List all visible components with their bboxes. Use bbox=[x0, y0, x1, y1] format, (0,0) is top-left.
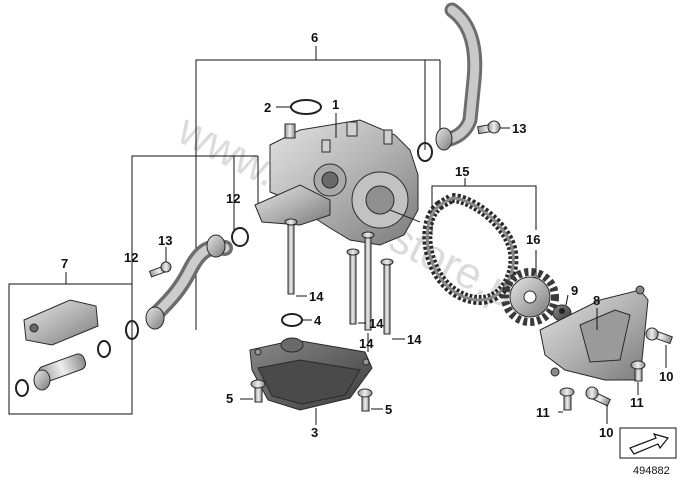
callout-10-right: 10 bbox=[659, 369, 673, 384]
callout-15: 15 bbox=[455, 164, 469, 179]
callout-12-upper: 12 bbox=[226, 191, 240, 206]
arrow-icon bbox=[629, 433, 670, 455]
reference-box: 494882 bbox=[619, 427, 677, 477]
bolt-14-c bbox=[361, 231, 375, 331]
callout-10-lower: 10 bbox=[599, 425, 613, 440]
o-ring-pipe bbox=[417, 142, 433, 162]
drive-chain bbox=[422, 192, 519, 306]
o-ring-4 bbox=[281, 313, 303, 327]
callout-14-c: 14 bbox=[359, 336, 374, 351]
callout-5-right: 5 bbox=[385, 402, 392, 417]
callout-9: 9 bbox=[571, 283, 578, 298]
dowel-pin bbox=[284, 123, 296, 139]
bolt-13-left bbox=[148, 261, 172, 278]
callout-8: 8 bbox=[593, 293, 600, 308]
kit-o-ring-a bbox=[15, 379, 29, 397]
o-ring-2 bbox=[290, 99, 322, 115]
bolt-13-right bbox=[477, 120, 501, 135]
leader-12-bracket bbox=[131, 155, 259, 330]
oil-strainer bbox=[249, 337, 373, 411]
callout-12-lower: 12 bbox=[124, 250, 138, 265]
callout-13-left: 13 bbox=[158, 233, 172, 248]
leader-6 bbox=[195, 46, 441, 330]
oil-pump-housing bbox=[254, 119, 421, 246]
cover-8 bbox=[539, 285, 649, 381]
bolt-5-left bbox=[250, 379, 266, 403]
callout-13-right: 13 bbox=[512, 121, 526, 136]
bolt-5-right bbox=[357, 388, 373, 412]
kit-o-ring-b bbox=[97, 340, 111, 358]
bolt-10-lower bbox=[585, 386, 611, 407]
reference-number: 494882 bbox=[633, 465, 670, 477]
intake-pipe bbox=[435, 2, 483, 151]
o-ring-12-upper bbox=[231, 227, 249, 247]
kit-7-box bbox=[8, 283, 133, 415]
oil-pipe bbox=[145, 234, 233, 330]
callout-14-a: 14 bbox=[309, 289, 324, 304]
callout-3: 3 bbox=[311, 425, 318, 440]
bolt-11-right bbox=[630, 360, 646, 382]
callout-14-b: 14 bbox=[369, 316, 384, 331]
callout-5-left: 5 bbox=[226, 391, 233, 406]
bolt-14-b bbox=[346, 248, 360, 325]
callout-leaders bbox=[165, 106, 667, 425]
callout-labels: 1 2 3 4 5 5 6 7 8 9 10 10 11 11 12 12 13… bbox=[61, 30, 673, 440]
callout-2: 2 bbox=[264, 100, 271, 115]
bolt-14-d bbox=[380, 258, 394, 335]
callout-6: 6 bbox=[311, 30, 318, 45]
callout-16: 16 bbox=[526, 232, 540, 247]
callout-11-right: 11 bbox=[630, 395, 644, 410]
bolt-11-left bbox=[559, 387, 575, 411]
callout-14-d: 14 bbox=[407, 332, 422, 347]
o-ring-12-lower bbox=[125, 320, 139, 340]
bolt-10-right bbox=[645, 327, 674, 345]
callout-1: 1 bbox=[332, 97, 339, 112]
bolt-14-a bbox=[284, 218, 298, 295]
callout-11-left: 11 bbox=[536, 405, 550, 420]
sprocket bbox=[501, 268, 559, 326]
callout-7: 7 bbox=[61, 256, 68, 271]
kit-7-parts bbox=[15, 299, 111, 397]
callout-4: 4 bbox=[314, 313, 322, 328]
